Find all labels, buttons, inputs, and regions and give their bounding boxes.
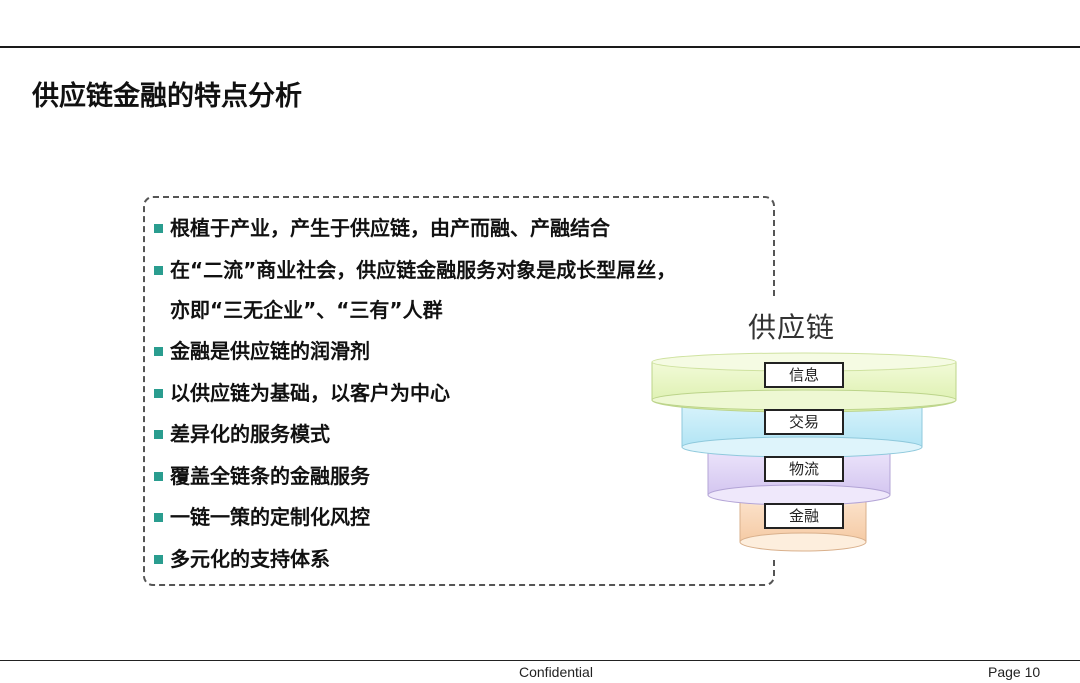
list-item: 多元化的支持体系	[154, 539, 774, 579]
bullet-square-icon	[154, 471, 163, 481]
footer-rule	[0, 660, 1080, 661]
bullet-square-icon	[154, 265, 163, 275]
slide-title: 供应链金融的特点分析	[32, 81, 302, 112]
layer-label-trade: 交易	[764, 409, 844, 435]
layer-label-finance: 金融	[764, 503, 844, 529]
list-item: 一链一策的定制化风控	[154, 497, 774, 537]
feature-list: 根植于产业，产生于供应链，由产而融、产融结合 在“二流”商业社会，供应链金融服务…	[154, 208, 774, 580]
page-number: Page 10	[988, 664, 1041, 680]
bullet-square-icon	[154, 347, 163, 356]
footer-confidential: Confidential	[519, 664, 593, 680]
list-item: 差异化的服务模式	[154, 414, 774, 454]
bullet-square-icon	[154, 554, 163, 564]
bullet-square-icon	[154, 224, 163, 233]
list-item: 以供应链为基础，以客户为中心	[154, 373, 774, 413]
list-item: 在“二流”商业社会，供应链金融服务对象是成长型屌丝， 亦即“三无企业”、“三有”…	[154, 250, 774, 330]
bullet-square-icon	[154, 513, 163, 522]
header-rule	[0, 46, 1080, 48]
layer-label-logistics: 物流	[764, 456, 844, 482]
list-item: 覆盖全链条的金融服务	[154, 456, 774, 496]
layer-label-info: 信息	[764, 362, 844, 388]
list-item: 根植于产业，产生于供应链，由产而融、产融结合	[154, 208, 774, 248]
list-item: 金融是供应链的润滑剂	[154, 331, 774, 371]
supply-chain-diagram: 供应链 信息 交	[640, 300, 970, 560]
diagram-title: 供应链	[748, 311, 836, 344]
bullet-square-icon	[154, 388, 163, 398]
bullet-square-icon	[154, 430, 163, 439]
